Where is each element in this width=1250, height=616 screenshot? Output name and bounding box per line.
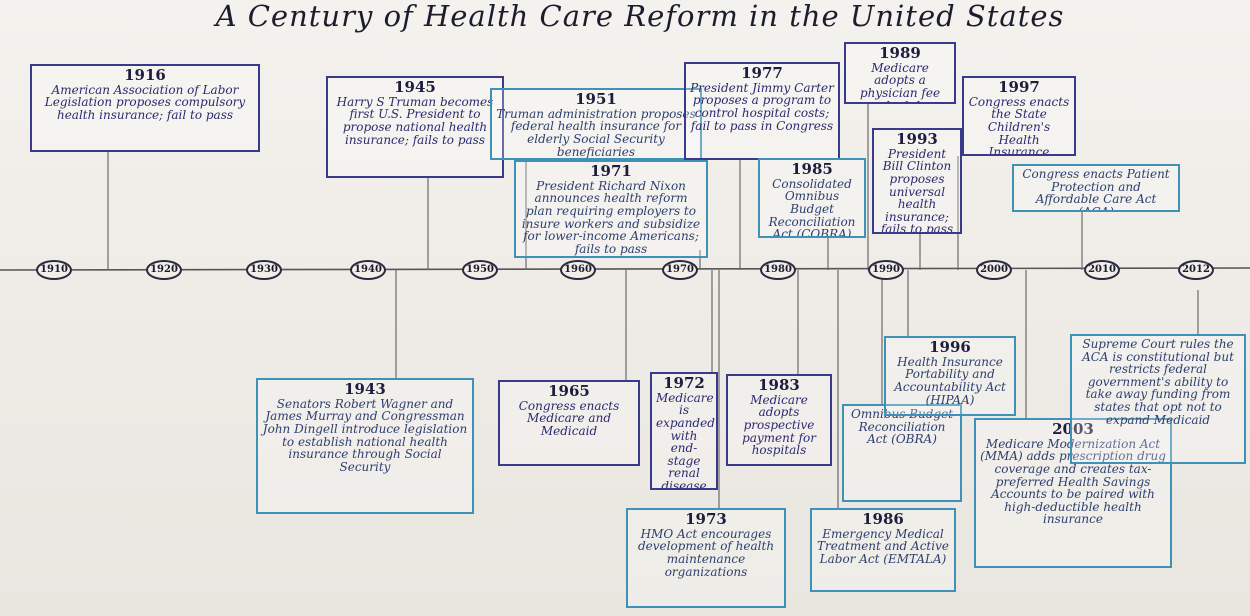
event-text: Medicare adopts a physician fee schedule [859, 60, 941, 102]
event-box-1951: 1951 Truman administration proposes fede… [490, 88, 702, 160]
tick-1920: 1920 [146, 260, 182, 280]
tick-1970: 1970 [662, 260, 698, 280]
event-text: Supreme Court rules the ACA is constitut… [1082, 337, 1234, 427]
event-box-1973: 1973 HMO Act encourages development of h… [626, 508, 786, 608]
event-box-1985: 1985 Consolidated Omnibus Budget Reconci… [758, 158, 866, 238]
event-text: Congress enacts the State Children's Hea… [968, 94, 1070, 156]
page-title: A Century of Health Care Reform in the U… [215, 0, 1065, 33]
timeline-axis [0, 267, 1250, 271]
event-box-2012: Supreme Court rules the ACA is constitut… [1070, 334, 1246, 464]
event-year: 2003 [1052, 420, 1094, 438]
event-year: 1986 [862, 510, 904, 528]
event-text: Senators Robert Wagner and James Murray … [262, 396, 468, 474]
event-text: Medicare adopts prospective payment for … [742, 392, 816, 458]
event-box-1977: 1977 President Jimmy Carter proposes a p… [684, 62, 840, 160]
tick-1960: 1960 [560, 260, 596, 280]
event-box-2003: 2003 Medicare Modernization Act (MMA) ad… [974, 418, 1172, 568]
event-text: Harry S Truman becomes first U.S. Presid… [336, 94, 494, 147]
tick-2012: 2012 [1178, 260, 1214, 280]
event-box-1989: 1989 Medicare adopts a physician fee sch… [844, 42, 956, 104]
event-text: Truman administration proposes federal h… [496, 106, 696, 159]
event-year: 1951 [575, 90, 617, 108]
event-text: American Association of Labor Legislatio… [44, 82, 246, 122]
event-text: Medicare Modernization Act (MMA) adds pr… [980, 436, 1166, 527]
event-text: Consolidated Omnibus Budget Reconciliati… [768, 176, 856, 238]
event-box-1993: 1993 President Bill Clinton proposes uni… [872, 128, 962, 234]
event-year: 1945 [394, 78, 436, 96]
tick-1910: 1910 [36, 260, 72, 280]
event-text: Emergency Medical Treatment and Active L… [817, 526, 949, 566]
event-box-1916: 1916 American Association of Labor Legis… [30, 64, 260, 152]
event-box-1945: 1945 Harry S Truman becomes first U.S. P… [326, 76, 504, 178]
event-text: Medicare is expanded with end-stage rena… [656, 390, 715, 490]
tick-2010: 2010 [1084, 260, 1120, 280]
event-text: Congress enacts Medicare and Medicaid [518, 398, 620, 438]
event-text: President Bill Clinton proposes universa… [880, 146, 954, 234]
event-year: 1983 [758, 376, 800, 394]
event-text: Health Insurance Portability and Account… [894, 354, 1006, 407]
tick-1980: 1980 [760, 260, 796, 280]
event-year: 1997 [998, 78, 1040, 96]
event-text: Congress enacts Patient Protection and A… [1022, 167, 1170, 212]
event-year: 1973 [685, 510, 727, 528]
event-year: 1996 [929, 338, 971, 356]
event-box-1965: 1965 Congress enacts Medicare and Medica… [498, 380, 640, 466]
tick-1950: 1950 [462, 260, 498, 280]
event-year: 1993 [896, 130, 938, 148]
event-box-1943: 1943 Senators Robert Wagner and James Mu… [256, 378, 474, 514]
event-year: 1985 [791, 160, 833, 178]
tick-1940: 1940 [350, 260, 386, 280]
event-box-1972: 1972 Medicare is expanded with end-stage… [650, 372, 718, 490]
tick-2000: 2000 [976, 260, 1012, 280]
event-box-1996: 1996 Health Insurance Portability and Ac… [884, 336, 1016, 416]
tick-1930: 1930 [246, 260, 282, 280]
event-year: 1965 [548, 382, 590, 400]
event-year: 1943 [344, 380, 386, 398]
event-box-1986: 1986 Emergency Medical Treatment and Act… [810, 508, 956, 592]
event-year: 1977 [741, 64, 783, 82]
event-year: 1972 [663, 374, 705, 392]
event-box-aca: Congress enacts Patient Protection and A… [1012, 164, 1180, 212]
event-text: HMO Act encourages development of health… [637, 526, 775, 579]
event-box-1983: 1983 Medicare adopts prospective payment… [726, 374, 832, 466]
event-box-obra: Omnibus Budget Reconciliation Act (OBRA) [842, 404, 962, 502]
event-box-1971: 1971 President Richard Nixon announces h… [514, 160, 708, 258]
event-text: President Richard Nixon announces health… [521, 178, 701, 256]
event-text: President Jimmy Carter proposes a progra… [690, 80, 834, 133]
event-year: 1916 [124, 66, 166, 84]
event-box-1997: 1997 Congress enacts the State Children'… [962, 76, 1076, 156]
tick-1990: 1990 [868, 260, 904, 280]
event-year: 1971 [590, 162, 632, 180]
event-year: 1989 [879, 44, 921, 62]
